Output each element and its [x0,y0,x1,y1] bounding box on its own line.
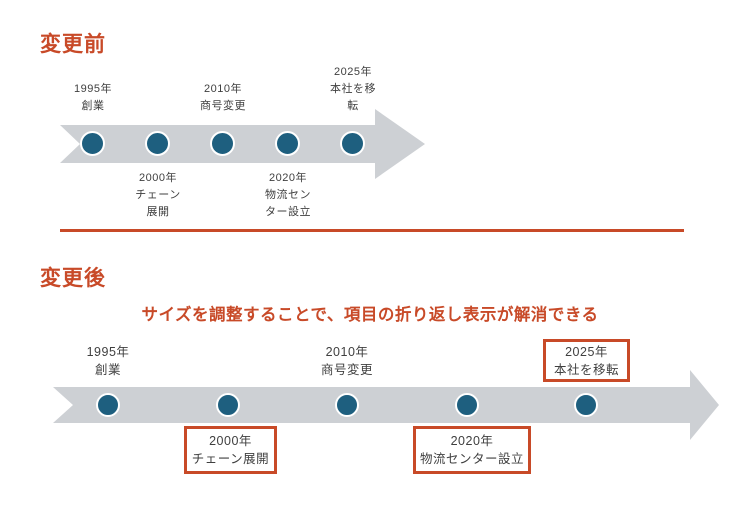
milestone-event: 転 [347,100,359,112]
timeline-dot [455,393,479,417]
milestone-label: 2000年 チェーン 展開 [135,170,180,221]
arrow-shape [53,370,719,440]
milestone-year: 1995年 [86,345,130,359]
milestone-year: 1995年 [74,83,112,95]
after-timeline-arrow [53,370,719,440]
timeline-dot [210,131,235,156]
milestone-event: 物流セン [265,189,311,201]
highlight-box: 2025年 本社を移転 [543,339,630,382]
timeline-dot [145,131,170,156]
before-timeline-arrow [60,109,425,179]
timeline-dot [80,131,105,156]
milestone-event: チェーン展開 [191,452,270,466]
timeline-dot [335,393,359,417]
after-section-title: 変更後 [40,267,106,290]
timeline-dot [275,131,300,156]
milestone-label: 2010年 商号変更 [200,81,246,115]
section-divider [60,229,684,232]
milestone-year: 2010年 [204,83,242,95]
milestone-event: 商号変更 [200,100,246,112]
milestone-label: 2010年 商号変更 [321,343,373,379]
highlight-box: 2000年 チェーン展開 [184,426,277,474]
milestone-event: 本社を移転 [553,362,619,377]
milestone-label: 1995年 創業 [74,81,112,115]
milestone-year: 2000年 [209,434,252,448]
milestone-year: 2000年 [139,172,177,184]
milestone-year: 2020年 [269,172,307,184]
milestone-year: 2025年 [565,344,608,359]
before-section-title: 変更前 [40,33,106,56]
timeline-dot [96,393,120,417]
milestone-event: 商号変更 [320,363,374,377]
note-text: サイズを調整することで、項目の折り返し表示が解消できる [141,306,599,324]
timeline-dot [216,393,240,417]
milestone-label: 2025年 本社を移 転 [330,64,376,115]
milestone-year: 2020年 [450,434,494,448]
milestone-event: チェーン [135,189,181,201]
milestone-year: 2025年 [334,66,372,78]
milestone-event: ター設立 [265,206,311,218]
milestone-event: 物流センター設立 [419,452,524,466]
milestone-event: 本社を移 [330,83,376,95]
timeline-dot [574,393,598,417]
milestone-event: 展開 [146,206,170,218]
arrow-shape [60,109,425,179]
milestone-year: 2010年 [325,345,369,359]
highlight-box: 2020年 物流センター設立 [413,426,531,474]
milestone-label: 2020年 物流セン ター設立 [265,170,311,221]
timeline-dot [340,131,365,156]
milestone-event: 創業 [94,363,121,377]
milestone-event: 創業 [81,100,105,112]
milestone-label: 1995年 創業 [87,343,130,379]
